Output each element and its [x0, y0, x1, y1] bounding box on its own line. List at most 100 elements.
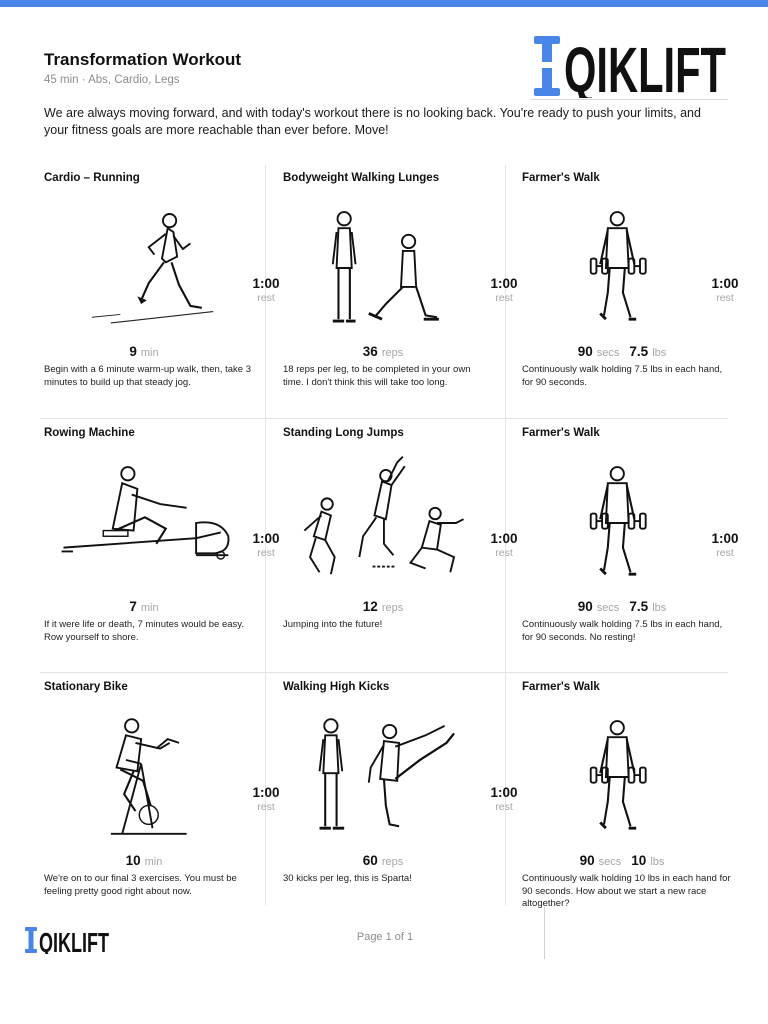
stat-unit: min — [140, 602, 159, 614]
exercise-name: Bodyweight Walking Lunges — [283, 172, 440, 184]
stat-value: 10 — [125, 853, 141, 868]
row-divider — [40, 672, 728, 673]
rest-label: rest — [716, 547, 734, 559]
stat-unit: secs — [596, 602, 620, 614]
stat-value: 90 — [577, 599, 593, 614]
rest-time: 1:00 — [252, 531, 280, 546]
exercise-name: Stationary Bike — [44, 681, 128, 693]
top-accent-bar — [0, 0, 768, 7]
footer-brand-logo: QIKLIFT — [25, 927, 109, 954]
rest-time: 1:00 — [490, 785, 518, 800]
rest-label: rest — [257, 547, 275, 559]
footer-brand-text: QIKLIFT — [39, 927, 109, 954]
stat-unit: lbs — [652, 347, 667, 359]
runner-icon — [91, 213, 214, 324]
stat-unit: lbs — [652, 602, 667, 614]
exercise-description: Begin with a 6 minute warm-up walk, then… — [44, 364, 251, 388]
footer-divider — [544, 907, 545, 959]
rest-time: 1:00 — [490, 531, 518, 546]
stat-unit: secs — [598, 856, 622, 868]
lunge-icon — [331, 211, 439, 323]
exercise-description: Continuously walk holding 10 lbs in each… — [522, 873, 731, 909]
stat-unit: min — [144, 856, 163, 868]
page-indicator: Page 1 of 1 — [356, 931, 414, 943]
stat-value: 60 — [362, 853, 378, 868]
rest-label: rest — [257, 801, 275, 813]
exercise-description: Continuously walk holding 7.5 lbs in eac… — [522, 364, 723, 388]
rest-time: 1:00 — [252, 276, 280, 291]
page-subtitle: 45 min · Abs, Cardio, Legs — [44, 74, 180, 86]
exercise-name: Farmer's Walk — [522, 427, 600, 439]
rest-time: 1:00 — [711, 531, 739, 546]
brand-logo: QIKLIFT — [534, 34, 726, 98]
exercise-description: We're on to our final 3 exercises. You m… — [44, 873, 237, 897]
stat-unit: secs — [596, 347, 620, 359]
farmers-walk-icon — [589, 466, 647, 576]
exercise-name: Farmer's Walk — [522, 681, 600, 693]
exercise-name: Cardio – Running — [44, 172, 140, 184]
dumbbell-icon — [534, 36, 560, 96]
exercise-description: 30 kicks per leg, this is Sparta! — [283, 873, 412, 884]
stat-value: 7.5 — [629, 344, 649, 359]
column-divider — [505, 420, 506, 905]
farmers-walk-icon — [589, 720, 647, 830]
stat-value: 36 — [362, 344, 378, 359]
rest-label: rest — [495, 547, 513, 559]
stat-value: 10 — [631, 853, 647, 868]
stat-unit: lbs — [650, 856, 665, 868]
stationary-bike-icon — [110, 718, 187, 835]
column-divider — [265, 165, 266, 905]
long-jump-icon — [303, 456, 464, 575]
farmers-walk-icon — [589, 211, 647, 321]
stat-value: 7 — [129, 599, 137, 614]
stat-unit: reps — [381, 347, 404, 359]
exercise-name: Standing Long Jumps — [283, 427, 404, 439]
stat-unit: min — [140, 347, 159, 359]
rest-label: rest — [495, 292, 513, 304]
stat-value: 7.5 — [629, 599, 649, 614]
stat-unit: reps — [381, 602, 404, 614]
stat-unit: reps — [381, 856, 404, 868]
rowing-machine-icon — [61, 466, 230, 560]
high-kick-icon — [318, 718, 455, 830]
stat-value: 9 — [129, 344, 137, 359]
exercise-description: Jumping into the future! — [283, 619, 383, 630]
rest-time: 1:00 — [490, 276, 518, 291]
exercise-name: Farmer's Walk — [522, 172, 600, 184]
intro-text: We are always moving forward, and with t… — [44, 106, 701, 137]
stat-value: 90 — [579, 853, 595, 868]
stat-value: 12 — [362, 599, 378, 614]
exercise-name: Rowing Machine — [44, 427, 135, 439]
rest-label: rest — [495, 801, 513, 813]
stat-value: 90 — [577, 344, 593, 359]
exercise-description: If it were life or death, 7 minutes woul… — [44, 619, 244, 643]
brand-logo-text: QIKLIFT — [564, 34, 726, 98]
column-divider — [505, 165, 506, 420]
rest-label: rest — [716, 292, 734, 304]
exercise-name: Walking High Kicks — [283, 681, 390, 693]
exercise-description: 18 reps per leg, to be completed in your… — [283, 364, 471, 388]
